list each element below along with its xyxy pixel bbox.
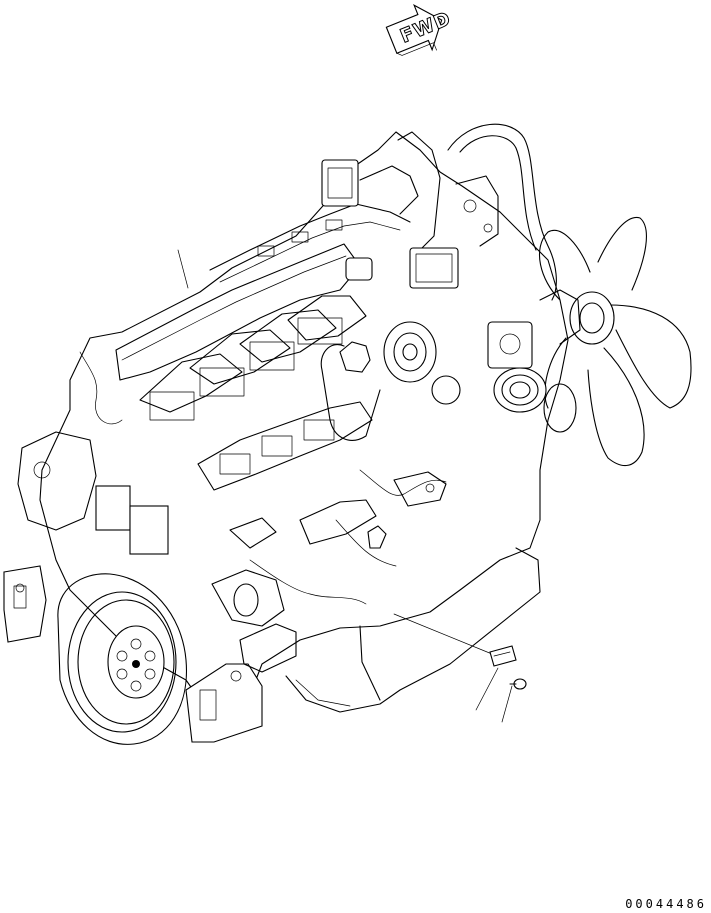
oil-pan bbox=[285, 547, 541, 713]
callout-leader-2 bbox=[393, 613, 493, 655]
wiring-harness bbox=[79, 351, 447, 605]
callout-leader-1 bbox=[177, 249, 189, 289]
cooling-fan bbox=[539, 216, 692, 467]
callout-leader-3 bbox=[475, 667, 499, 711]
flywheel-housing bbox=[57, 573, 188, 745]
forward-direction-arrow-icon: FWD bbox=[385, 4, 455, 56]
rear-engine-mount-left bbox=[3, 565, 47, 643]
identification-plate-icon bbox=[489, 645, 517, 667]
drawing-number: 00044486 bbox=[625, 897, 707, 911]
top-brackets bbox=[321, 131, 499, 289]
rivet-bolt-icon bbox=[509, 678, 527, 690]
intake-manifold bbox=[209, 203, 411, 283]
callout-leaders bbox=[177, 249, 513, 723]
fan-shroud bbox=[447, 123, 557, 301]
rear-engine-mount-right bbox=[185, 663, 263, 743]
gear-case-cover bbox=[17, 431, 169, 555]
valve-covers bbox=[115, 243, 367, 421]
starter-motor bbox=[211, 569, 297, 673]
turbocharger bbox=[320, 321, 461, 441]
front-accessory-drive bbox=[487, 289, 581, 433]
exhaust-manifold bbox=[197, 401, 377, 549]
callout-leader-4 bbox=[501, 685, 513, 723]
